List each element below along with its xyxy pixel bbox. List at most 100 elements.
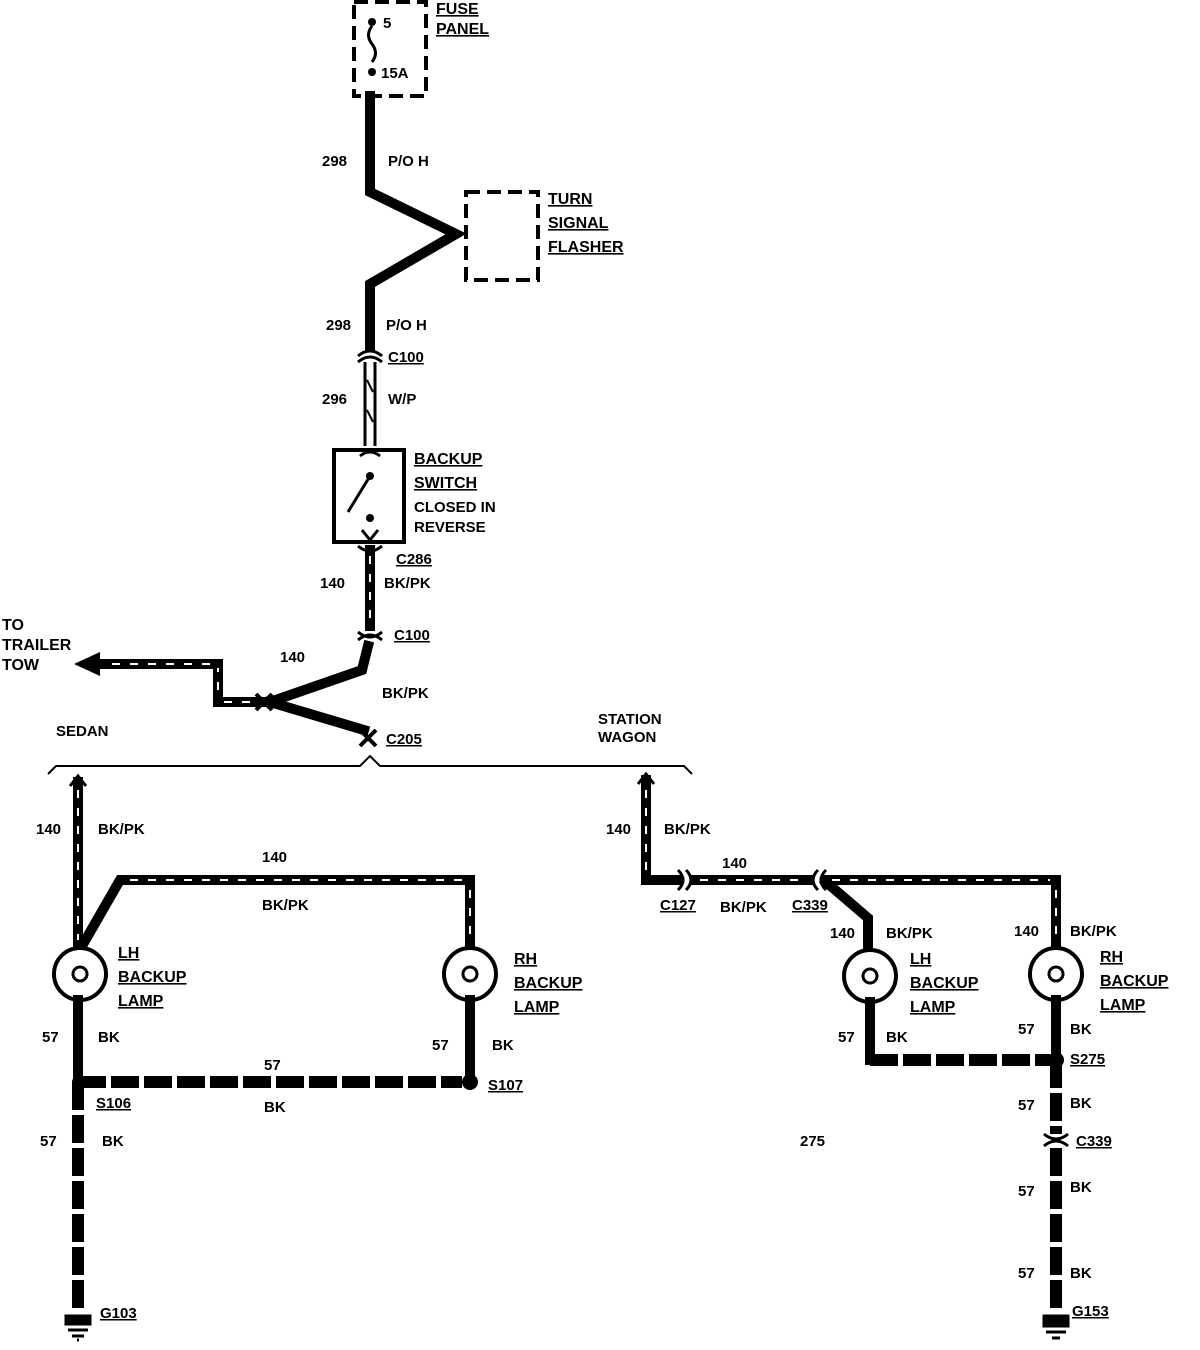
wagon-ground-circuit-57-c: 57	[1018, 1265, 1035, 1282]
wagon-lh-backup-lamp	[842, 948, 898, 1004]
sedan-ground-color-bk: BK	[102, 1133, 124, 1150]
circuit-298-lower: 298	[326, 317, 351, 334]
sedan-rh-color-bk: BK	[492, 1037, 514, 1054]
wire-296	[363, 362, 377, 446]
wagon-wire-140-to-rh-stripe	[832, 879, 1057, 940]
backup-switch-note-line2: REVERSE	[414, 519, 486, 536]
sedan-rh-lamp-label-line3: LAMP	[514, 999, 560, 1016]
sedan-rh-circuit-57: 57	[432, 1037, 449, 1054]
circuit-275: 275	[800, 1133, 825, 1150]
flasher-label-line1: TURN	[548, 191, 592, 208]
wagon-rh-backup-lamp	[1028, 946, 1084, 1002]
wagon-ground-color-bk-a: BK	[1070, 1095, 1092, 1112]
fuse-number: 5	[383, 15, 391, 32]
wire-140-to-trailer	[93, 659, 267, 707]
splice-s106: S106	[96, 1095, 131, 1112]
fuse-terminal-bottom	[368, 68, 376, 76]
sedan-lh-lamp-label-line1: LH	[118, 945, 139, 962]
trailer-label-line2: TRAILER	[2, 637, 72, 654]
sedan-wire-140-cross-stripe	[130, 879, 471, 940]
color-w-p: W/P	[388, 391, 416, 408]
sedan-lh-color-bk: BK	[98, 1029, 120, 1046]
sedan-crossover-circuit-57: 57	[264, 1057, 281, 1074]
trailer-label-line3: TOW	[2, 657, 40, 674]
section-bracket	[47, 754, 693, 775]
wagon-rh-circuit-57: 57	[1018, 1021, 1035, 1038]
connector-c100-lower-symbol	[357, 630, 383, 642]
wagon-lh-lamp-label-line3: LAMP	[910, 999, 956, 1016]
switch-blade	[346, 475, 372, 513]
wagon-ground-circuit-57-a: 57	[1018, 1097, 1035, 1114]
trailer-label-line1: TO	[2, 617, 24, 634]
sedan-lh-backup-lamp	[52, 946, 108, 1002]
circuit-140-b: 140	[280, 649, 305, 666]
ground-g103-icon	[64, 1314, 92, 1342]
flasher-label-line2: SIGNAL	[548, 215, 609, 232]
wagon-lh-color-bk-pk: BK/PK	[886, 925, 933, 942]
switch-top-terminal	[359, 450, 381, 458]
switch-bottom-terminal	[360, 529, 380, 543]
sedan-lh-circuit-57: 57	[42, 1029, 59, 1046]
backup-switch-box	[332, 448, 406, 544]
wagon-lh-lamp-label-line1: LH	[910, 951, 931, 968]
color-p-o-h-upper: P/O H	[388, 153, 429, 170]
fuse-panel-box	[352, 0, 428, 98]
wagon-rh-lamp-filament-icon	[1047, 965, 1065, 983]
sedan-lh-lamp-filament-icon	[71, 965, 89, 983]
connector-c100-lower: C100	[394, 627, 430, 644]
splice-s107-dot	[462, 1074, 478, 1090]
wagon-rh-lamp-label-line3: LAMP	[1100, 997, 1146, 1014]
wire-296-stripe	[366, 379, 374, 423]
wagon-lh-lamp-filament-icon	[861, 967, 879, 985]
wire-140-to-trailer-stripe	[110, 663, 250, 703]
connector-c339-lower: C339	[1076, 1133, 1112, 1150]
wagon-lh-color-bk: BK	[886, 1029, 908, 1046]
sedan-circuit-140-b: 140	[262, 849, 287, 866]
fuse-terminal-top	[368, 18, 376, 26]
wagon-ground-color-bk-c: BK	[1070, 1265, 1092, 1282]
color-p-o-h-lower: P/O H	[386, 317, 427, 334]
connector-c339-lower-symbol	[1043, 1132, 1069, 1148]
circuit-296: 296	[322, 391, 347, 408]
backup-switch-note-line1: CLOSED IN	[414, 499, 496, 516]
fuse-panel-label-line1: FUSE	[436, 1, 479, 18]
section-sedan-label: SEDAN	[56, 723, 109, 740]
wire-298-to-flasher	[365, 91, 467, 351]
sedan-rh-lamp-label-line1: RH	[514, 951, 537, 968]
switch-contact-bottom	[366, 514, 374, 522]
connector-c127: C127	[660, 897, 696, 914]
section-wagon-label-line1: STATION	[598, 711, 662, 728]
sedan-circuit-140-a: 140	[36, 821, 61, 838]
connector-c286: C286	[396, 551, 432, 568]
wagon-wire-140-to-lh	[818, 874, 873, 955]
sedan-rh-lamp-filament-icon	[461, 965, 479, 983]
wagon-lh-circuit-57: 57	[838, 1029, 855, 1046]
splice-s107: S107	[488, 1077, 523, 1094]
sedan-rh-backup-lamp	[442, 946, 498, 1002]
wagon-color-bk-pk-b: BK/PK	[720, 899, 767, 916]
wagon-lh-circuit-140: 140	[830, 925, 855, 942]
wagon-circuit-140-b: 140	[722, 855, 747, 872]
turn-signal-flasher-box	[464, 190, 540, 282]
wagon-color-bk-pk-a: BK/PK	[664, 821, 711, 838]
wagon-ground-color-bk-b: BK	[1070, 1179, 1092, 1196]
connector-c339-upper: C339	[792, 897, 828, 914]
connector-c205-symbol	[358, 728, 378, 748]
sedan-color-bk-pk-a: BK/PK	[98, 821, 145, 838]
fuse-panel-label-line2: PANEL	[436, 21, 489, 38]
circuit-298-upper: 298	[322, 153, 347, 170]
ground-g153-icon	[1042, 1314, 1070, 1340]
splice-s275: S275	[1070, 1051, 1105, 1068]
backup-switch-label-line1: BACKUP	[414, 451, 483, 468]
wagon-ground-circuit-57-b: 57	[1018, 1183, 1035, 1200]
sedan-rh-lamp-label-line2: BACKUP	[514, 975, 583, 992]
ground-g153: G153	[1072, 1303, 1109, 1320]
connector-c100-upper-symbol	[357, 349, 383, 364]
wagon-rh-lamp-label-line1: RH	[1100, 949, 1123, 966]
wagon-rh-circuit-140: 140	[1014, 923, 1039, 940]
trailer-arrow-icon	[74, 652, 100, 676]
color-bk-pk-a: BK/PK	[384, 575, 431, 592]
sedan-color-bk-pk-b: BK/PK	[262, 897, 309, 914]
connector-c100-upper: C100	[388, 349, 424, 366]
